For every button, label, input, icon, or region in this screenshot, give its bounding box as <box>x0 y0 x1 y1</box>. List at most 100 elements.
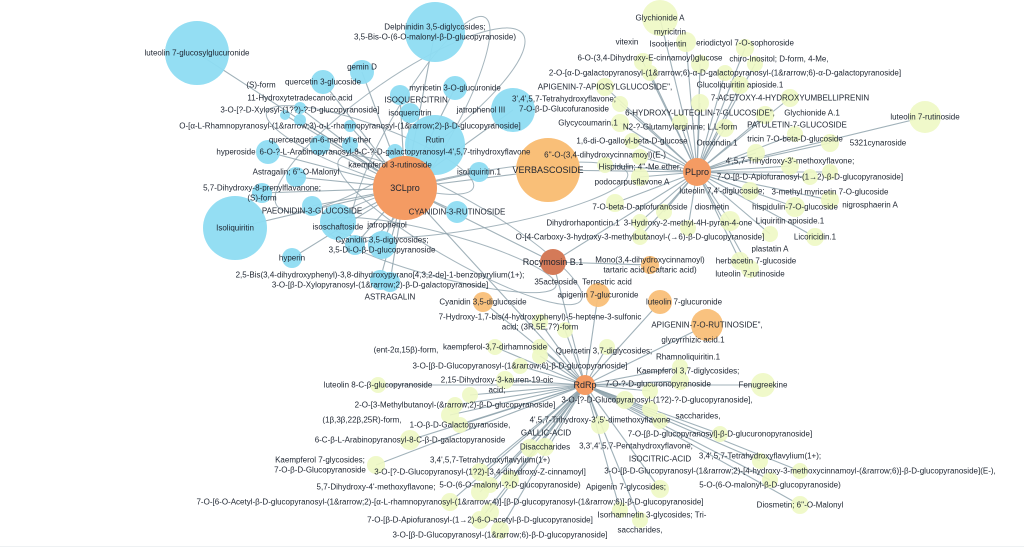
compound-node[interactable] <box>612 96 628 112</box>
compound-node[interactable] <box>781 157 799 175</box>
compound-node[interactable] <box>751 373 775 397</box>
compound-node[interactable] <box>672 359 688 375</box>
compound-node[interactable] <box>473 292 493 312</box>
compound-node[interactable] <box>370 377 386 393</box>
compound-node[interactable] <box>282 248 302 268</box>
compound-node[interactable] <box>676 32 696 52</box>
compound-node[interactable] <box>624 133 640 149</box>
compound-node[interactable] <box>596 78 614 96</box>
compound-node[interactable] <box>785 197 805 217</box>
hub-node[interactable] <box>575 375 595 395</box>
compound-node[interactable] <box>532 314 548 330</box>
compound-node[interactable] <box>471 483 489 501</box>
compound-node[interactable] <box>446 201 468 223</box>
compound-node[interactable] <box>691 309 723 341</box>
compound-node[interactable] <box>787 126 803 142</box>
compound-node[interactable] <box>310 135 330 155</box>
compound-node[interactable] <box>802 169 818 185</box>
compound-node[interactable] <box>606 194 624 212</box>
compound-node[interactable] <box>294 102 306 114</box>
compound-node[interactable] <box>762 472 778 488</box>
hub-node[interactable] <box>516 138 580 202</box>
compound-node[interactable] <box>400 430 420 450</box>
compound-node[interactable] <box>671 372 689 390</box>
compound-node[interactable] <box>656 204 672 220</box>
compound-node[interactable] <box>651 480 669 498</box>
compound-node[interactable] <box>632 214 648 230</box>
compound-node[interactable] <box>521 439 539 457</box>
compound-node[interactable] <box>496 371 514 389</box>
compound-node[interactable] <box>367 456 385 474</box>
compound-node[interactable] <box>648 290 672 314</box>
compound-node[interactable] <box>791 496 809 514</box>
compound-node[interactable] <box>532 339 548 355</box>
compound-node[interactable] <box>731 76 749 94</box>
compound-node[interactable] <box>256 140 280 164</box>
compound-node[interactable] <box>752 453 768 469</box>
compound-node[interactable] <box>390 85 410 105</box>
compound-node[interactable] <box>471 463 489 481</box>
compound-node[interactable] <box>491 521 509 539</box>
compound-node[interactable] <box>280 110 290 120</box>
compound-node[interactable] <box>368 231 396 259</box>
compound-node[interactable] <box>350 60 374 84</box>
compound-node[interactable] <box>632 149 648 165</box>
compound-node[interactable] <box>611 114 629 132</box>
compound-node[interactable] <box>747 56 763 72</box>
compound-node[interactable] <box>557 322 573 338</box>
compound-node[interactable] <box>501 471 519 489</box>
compound-node[interactable] <box>612 502 628 518</box>
hub-node[interactable] <box>683 158 711 186</box>
compound-node[interactable] <box>680 220 696 236</box>
compound-node[interactable] <box>469 162 489 182</box>
compound-node[interactable] <box>487 339 503 355</box>
compound-node[interactable] <box>286 167 306 187</box>
compound-node[interactable] <box>405 2 465 62</box>
compound-node[interactable] <box>672 114 688 130</box>
compound-node[interactable] <box>691 55 709 73</box>
compound-node[interactable] <box>597 157 613 173</box>
compound-node[interactable] <box>591 416 609 434</box>
compound-node[interactable] <box>536 438 554 456</box>
compound-node[interactable] <box>632 229 648 245</box>
compound-node[interactable] <box>909 101 941 133</box>
compound-node[interactable] <box>741 260 759 278</box>
compound-node[interactable] <box>462 387 478 403</box>
compound-node[interactable] <box>747 144 765 162</box>
compound-node[interactable] <box>302 196 322 216</box>
compound-node[interactable] <box>631 168 649 186</box>
compound-node[interactable] <box>756 106 774 124</box>
compound-node[interactable] <box>822 164 838 180</box>
compound-node[interactable] <box>616 391 634 409</box>
compound-node[interactable] <box>712 426 728 442</box>
compound-node[interactable] <box>311 70 335 94</box>
compound-node[interactable] <box>512 358 528 374</box>
compound-node[interactable] <box>252 183 272 203</box>
compound-node[interactable] <box>344 120 356 132</box>
compound-node[interactable] <box>400 103 420 123</box>
compound-node[interactable] <box>491 88 535 132</box>
compound-node[interactable] <box>203 196 267 260</box>
compound-node[interactable] <box>345 235 365 255</box>
compound-node[interactable] <box>821 191 839 209</box>
compound-node[interactable] <box>741 182 759 200</box>
compound-node[interactable] <box>716 119 734 137</box>
hub-node[interactable] <box>540 249 566 275</box>
compound-node[interactable] <box>717 65 733 81</box>
compound-node[interactable] <box>387 144 403 160</box>
compound-node[interactable] <box>720 211 740 231</box>
compound-node[interactable] <box>736 39 754 57</box>
compound-node[interactable] <box>652 413 668 429</box>
compound-node[interactable] <box>586 283 610 307</box>
compound-node[interactable] <box>441 493 459 511</box>
compound-node[interactable] <box>165 21 229 85</box>
compound-node[interactable] <box>342 137 358 153</box>
compound-node[interactable] <box>452 417 468 433</box>
compound-node[interactable] <box>642 65 658 81</box>
compound-node[interactable] <box>380 272 400 292</box>
compound-node[interactable] <box>821 134 839 152</box>
compound-node[interactable] <box>762 226 778 242</box>
hub-node[interactable] <box>373 156 437 220</box>
compound-node[interactable] <box>642 401 658 417</box>
compound-node[interactable] <box>632 512 648 528</box>
